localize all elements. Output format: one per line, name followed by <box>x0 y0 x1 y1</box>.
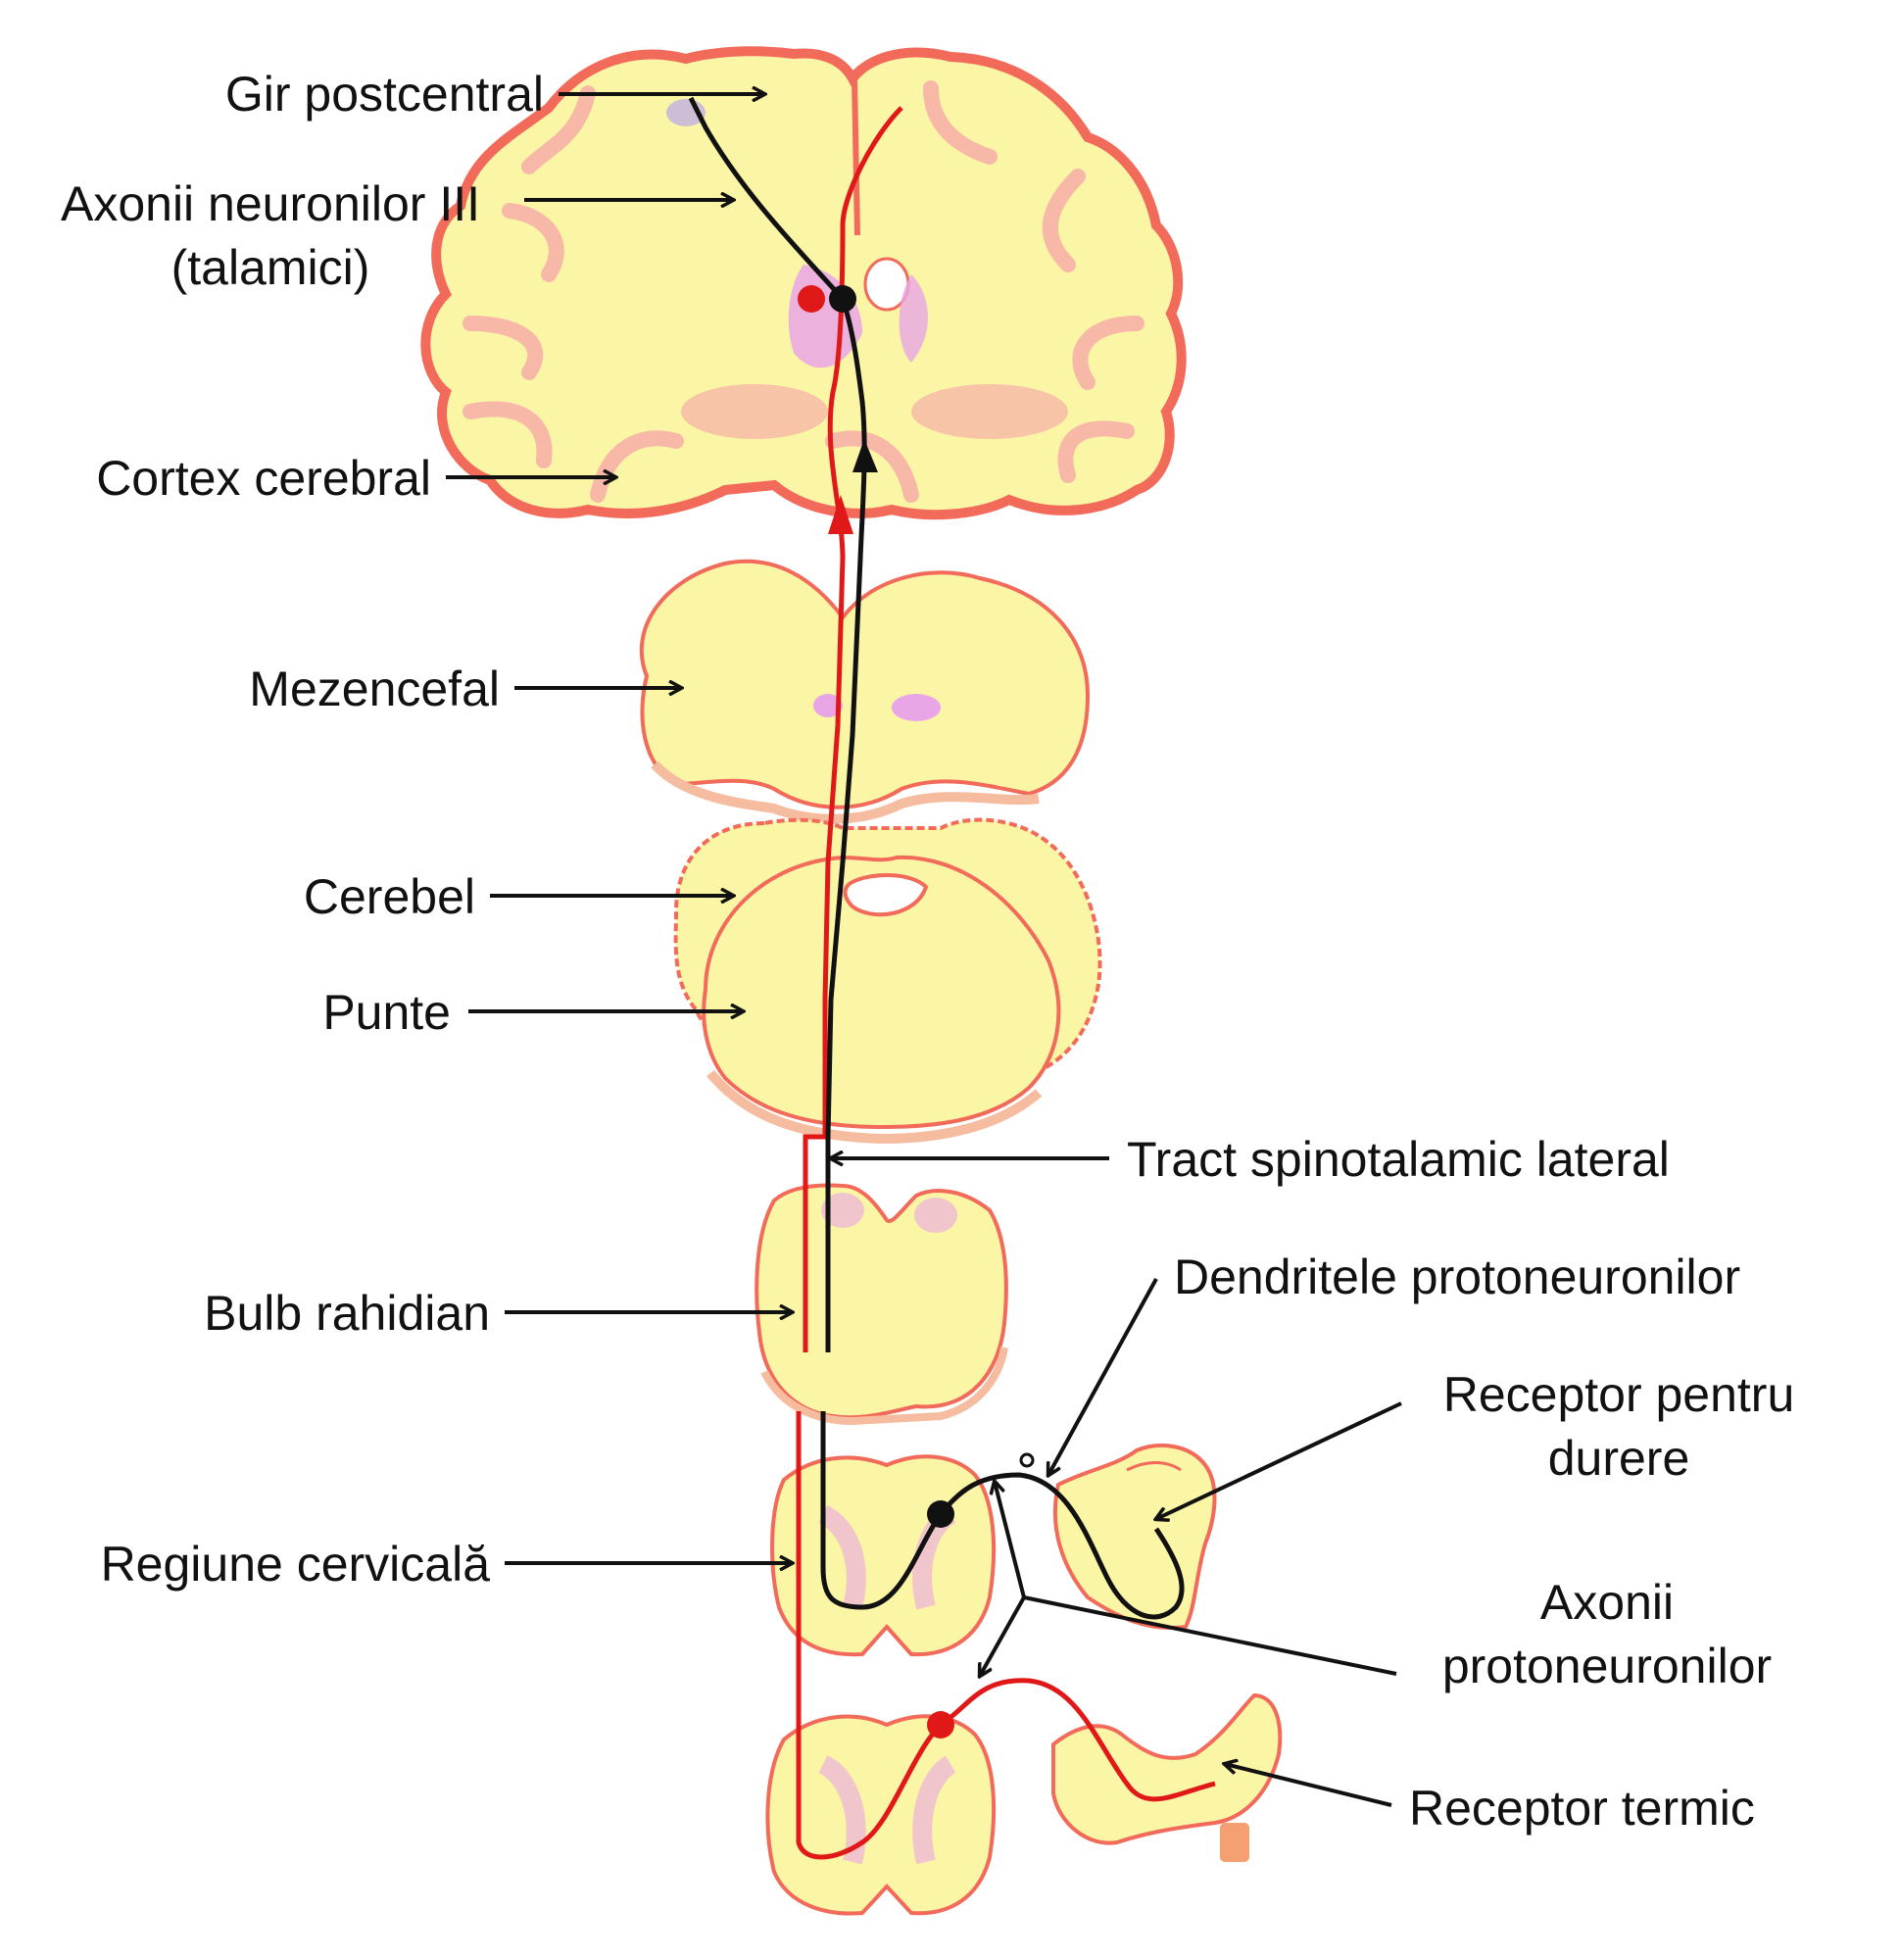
label-gir-postcentral: Gir postcentral <box>225 67 764 122</box>
label-mezencefal: Mezencefal <box>249 662 681 716</box>
brain-coronal-section <box>420 46 1187 520</box>
label-regiune-cervicala: Regiune cervicală <box>101 1537 792 1592</box>
label-bulb-rahidian: Bulb rahidian <box>204 1286 792 1341</box>
label-axonii-neuronilor-iii: Axonii neuronilor III (talamici) <box>61 176 733 295</box>
fourth-ventricle <box>843 873 929 917</box>
label-receptor-durere: Receptor pentru durere <box>1156 1367 1794 1519</box>
red-thermal-pathway <box>796 106 1216 1860</box>
black-pain-pathway <box>688 96 1185 1620</box>
svg-text:durere: durere <box>1548 1431 1690 1486</box>
label-tract-spinotalamic: Tract spinotalamic lateral <box>831 1132 1670 1187</box>
lower-spinal-segment <box>765 1714 997 1916</box>
midbrain-section <box>639 559 1091 824</box>
svg-text:Dendritele protoneuronilor: Dendritele protoneuronilor <box>1174 1250 1740 1304</box>
svg-text:Cerebel: Cerebel <box>304 869 475 924</box>
svg-text:Axonii neuronilor III: Axonii neuronilor III <box>61 176 480 231</box>
red-ascending-arrow <box>828 495 853 534</box>
svg-text:Mezencefal: Mezencefal <box>249 662 500 716</box>
svg-text:protoneuronilor: protoneuronilor <box>1442 1639 1772 1693</box>
svg-text:Punte: Punte <box>322 985 451 1040</box>
label-cortex-cerebral: Cortex cerebral <box>96 451 615 506</box>
svg-text:(talamici): (talamici) <box>171 240 370 295</box>
label-punte: Punte <box>322 985 743 1040</box>
svg-text:Axonii: Axonii <box>1540 1575 1674 1630</box>
heat-source-icon <box>1220 1823 1249 1862</box>
medulla-section <box>755 1183 1008 1426</box>
black-ascending-arrow <box>852 439 878 472</box>
svg-text:Gir postcentral: Gir postcentral <box>225 67 544 122</box>
svg-text:Tract spinotalamic lateral: Tract spinotalamic lateral <box>1127 1132 1670 1187</box>
thalamus-nucleus-right <box>899 274 928 363</box>
red-thalamic-neuron <box>798 285 825 313</box>
skin-patch-thermal <box>1051 1692 1283 1862</box>
midbrain-nucleus-right <box>892 694 941 721</box>
black-thalamic-neuron <box>829 285 856 313</box>
skin-patch-pain <box>1052 1444 1217 1630</box>
gyri-left <box>463 85 684 503</box>
svg-text:Bulb rahidian: Bulb rahidian <box>204 1286 490 1341</box>
midbrain-nucleus-left <box>813 694 843 717</box>
red-ganglion-cell <box>927 1711 954 1739</box>
svg-text:Regiune cervicală: Regiune cervicală <box>101 1537 491 1592</box>
label-receptor-termic: Receptor termic <box>1225 1764 1755 1836</box>
pons-section <box>702 855 1061 1145</box>
black-ganglion-cell <box>927 1500 954 1528</box>
svg-text:Receptor pentru: Receptor pentru <box>1443 1367 1795 1422</box>
cervical-spinal-segment <box>770 1454 997 1657</box>
basal-ganglia-right <box>911 384 1068 439</box>
gyri-right <box>825 80 1144 503</box>
label-axonii-protoneuronilor: Axonii protoneuronilor <box>980 1482 1772 1693</box>
basal-ganglia-left <box>681 384 828 439</box>
svg-text:Cortex cerebral: Cortex cerebral <box>96 451 431 506</box>
dendrite-end <box>1019 1452 1035 1468</box>
label-cerebel: Cerebel <box>304 869 733 924</box>
svg-text:Receptor termic: Receptor termic <box>1409 1781 1755 1836</box>
label-dendritele: Dendritele protoneuronilor <box>1048 1250 1740 1475</box>
